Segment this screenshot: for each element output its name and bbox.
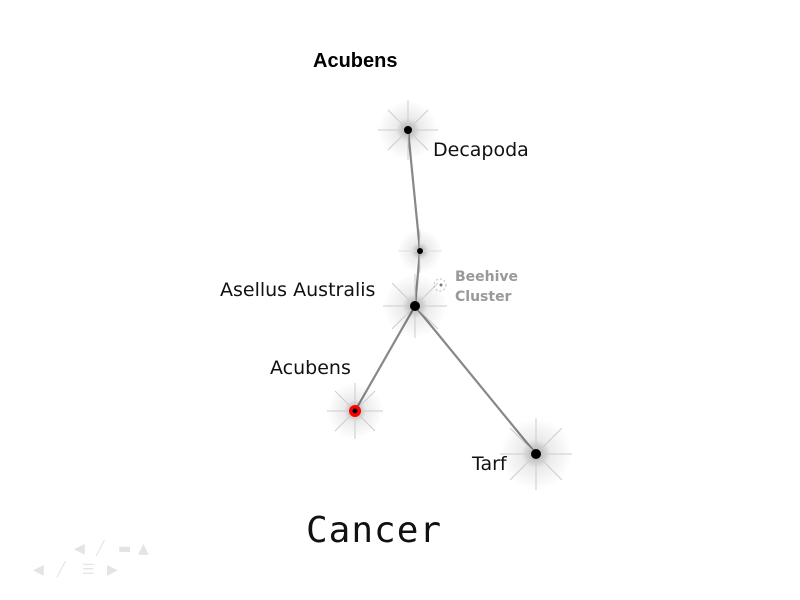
label-beehive: Beehive [455, 269, 518, 285]
label-tarf: Tarf [471, 453, 508, 475]
label-asellus-australis: Asellus Australis [220, 279, 375, 301]
page-title: Acubens [313, 50, 398, 72]
next-slide-icon[interactable]: ▲ [138, 541, 149, 557]
star-asellus-australis [383, 274, 447, 338]
beehive-cluster-icon [433, 278, 447, 292]
label-acubens: Acubens [270, 357, 351, 379]
star-decapoda [378, 100, 438, 160]
star-acubens [327, 383, 383, 439]
pen-tool-icon[interactable]: ╱ [57, 562, 66, 578]
label-cluster: Cluster [455, 289, 512, 305]
forward-icon[interactable]: ▶ [107, 562, 118, 578]
prev-slide-icon[interactable]: ◀ [74, 541, 85, 557]
label-decapoda: Decapoda [433, 139, 529, 161]
slide-menu-icon[interactable]: ☰ [82, 562, 95, 578]
menu-icon[interactable]: ▬ [118, 541, 132, 557]
pen-icon[interactable]: ╱ [96, 541, 105, 557]
star-tarf [500, 418, 572, 490]
constellation-name: Cancer [306, 510, 442, 551]
back-icon[interactable]: ◀ [33, 562, 44, 578]
star-unnamed [398, 229, 442, 273]
